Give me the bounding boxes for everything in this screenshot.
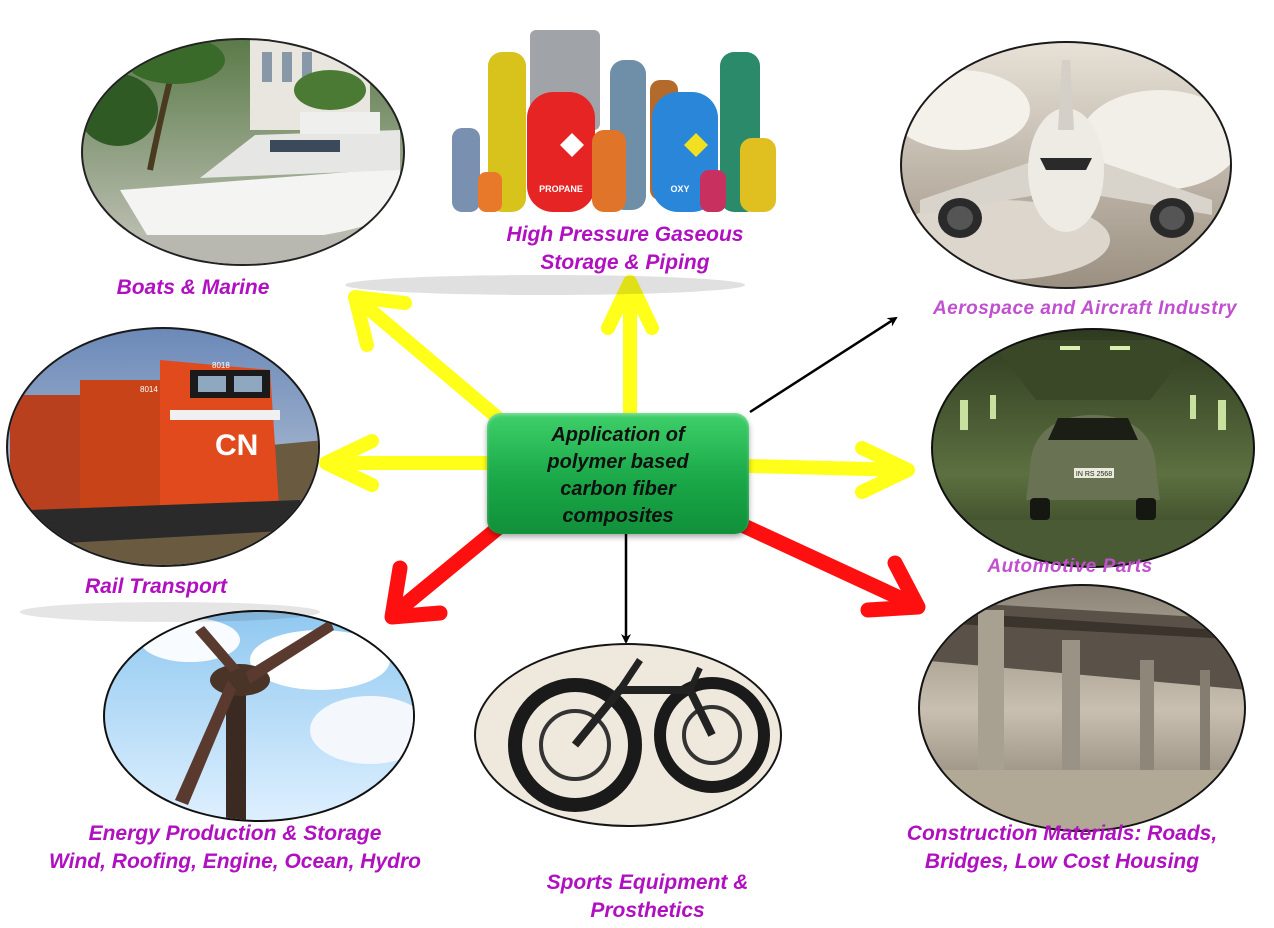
cn-logo: CN (215, 429, 258, 462)
aircraft-image (900, 41, 1232, 289)
bicycle-image (474, 643, 782, 827)
arrow-to-automotive (743, 441, 915, 499)
loco-number-2: 8014 (140, 385, 158, 394)
label-gas-storage-line-1: High Pressure Gaseous (506, 223, 744, 246)
label-construction-line-2: Bridges, Low Cost Housing (924, 850, 1200, 873)
boat-image (81, 38, 405, 266)
car-image: IN RS 2568 (931, 328, 1255, 568)
label-aerospace: Aerospace and Aircraft Industry (900, 295, 1270, 323)
arrow-to-gas-storage (601, 275, 659, 420)
center-topic-box: Application of polymer based carbon fibe… (487, 413, 749, 534)
label-automotive-line-1: Automotive Parts (987, 556, 1153, 577)
oxy-label: OXY (670, 184, 689, 194)
arrow-to-energy (384, 520, 506, 625)
label-sports-line-2: Prosthetics (590, 899, 705, 922)
gas-cylinders-image: PROPANE OXY (445, 30, 780, 212)
label-sports: Sports Equipment & Prosthetics (505, 869, 790, 925)
license-plate: IN RS 2568 (1076, 471, 1112, 478)
center-line-3: carbon fiber (560, 478, 676, 500)
center-line-2: polymer based (547, 451, 689, 473)
propane-label: PROPANE (539, 184, 583, 194)
loco-number: 8018 (212, 361, 230, 370)
arrow-to-rail (319, 434, 494, 492)
label-rail: Rail Transport (56, 573, 256, 601)
center-line-4: composites (562, 505, 674, 527)
label-energy-line-1: Energy Production & Storage (88, 822, 382, 845)
arrow-to-aerospace (749, 316, 898, 414)
label-gas-storage-line-2: Storage & Piping (540, 251, 710, 274)
arrow-to-construction (734, 517, 926, 618)
label-rail-line-1: Rail Transport (85, 575, 227, 598)
label-sports-line-1: Sports Equipment & (546, 871, 749, 894)
label-construction-line-1: Construction Materials: Roads, (906, 822, 1218, 845)
label-construction: Construction Materials: Roads, Bridges, … (866, 820, 1258, 876)
bridge-image (918, 584, 1246, 832)
label-aerospace-line-1: Aerospace and Aircraft Industry (932, 298, 1238, 319)
arrow-to-boats (348, 290, 505, 425)
center-line-1: Application of (551, 424, 685, 446)
label-energy: Energy Production & Storage Wind, Roofin… (15, 820, 455, 876)
label-boats-line-1: Boats & Marine (116, 276, 270, 299)
label-boats: Boats & Marine (88, 274, 298, 302)
wind-turbine-image (103, 610, 415, 822)
label-automotive: Automotive Parts (960, 553, 1180, 581)
label-energy-line-2: Wind, Roofing, Engine, Ocean, Hydro (49, 850, 421, 873)
rail-image: CN 8018 8014 (6, 327, 320, 567)
label-gas-storage: High Pressure Gaseous Storage & Piping (470, 221, 780, 277)
